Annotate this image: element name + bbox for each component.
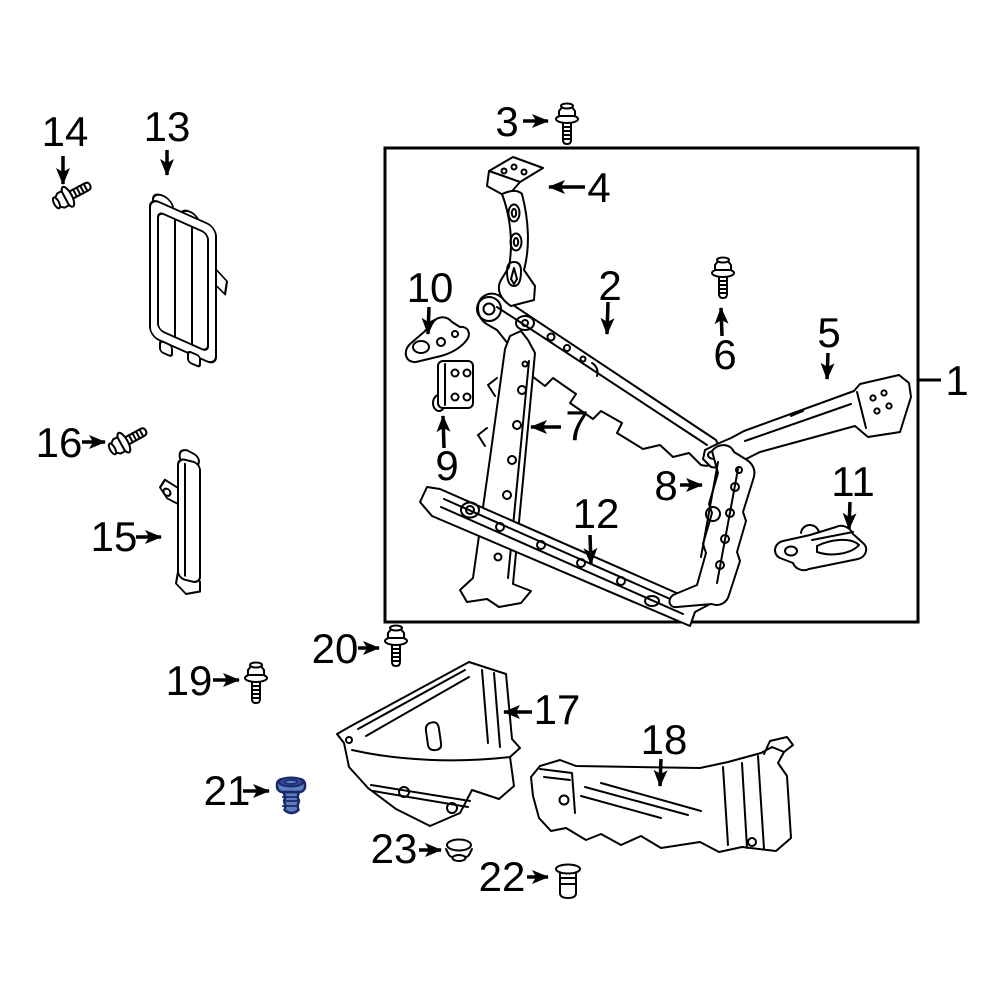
part-22-drawing (555, 863, 581, 899)
part-18-drawing (530, 736, 794, 853)
callout-2-arrow (600, 301, 615, 335)
callout-12[interactable]: 12 (573, 490, 620, 565)
callout-6-arrow (714, 307, 729, 337)
callout-2[interactable]: 2 (598, 262, 622, 335)
callout-18[interactable]: 18 (641, 716, 688, 787)
callout-10-arrow (421, 306, 436, 335)
callout-15[interactable]: 15 (91, 513, 162, 560)
callout-9-number: 9 (435, 442, 458, 489)
callout-22-number: 22 (479, 853, 526, 900)
callout-9[interactable]: 9 (435, 415, 459, 489)
callout-12-number: 12 (573, 490, 620, 537)
callout-5[interactable]: 5 (817, 309, 841, 380)
callout-11-number: 11 (831, 458, 875, 505)
callout-5-arrow (820, 352, 835, 380)
part-8-drawing (668, 444, 756, 609)
callout-20-number: 20 (312, 625, 359, 672)
callout-12-arrow (583, 534, 598, 565)
callout-20[interactable]: 20 (312, 625, 380, 672)
part-5-drawing (702, 374, 912, 470)
callout-13-number: 13 (144, 103, 191, 150)
callout-10[interactable]: 10 (407, 264, 454, 335)
callout-8-number: 8 (654, 462, 677, 509)
callout-17-number: 17 (534, 686, 581, 733)
callout-3[interactable]: 3 (495, 98, 549, 145)
callout-6-number: 6 (713, 331, 736, 378)
callout-14-number: 14 (42, 108, 89, 155)
part-16-drawing (103, 419, 153, 461)
part-10-drawing (404, 316, 470, 364)
callout-21[interactable]: 21 (204, 767, 270, 814)
callout-19[interactable]: 19 (166, 657, 240, 704)
callout-1[interactable]: 1 (918, 357, 969, 404)
part-3-drawing (555, 102, 579, 145)
callout-11[interactable]: 11 (831, 458, 875, 530)
callout-17[interactable]: 17 (503, 686, 581, 733)
callout-5-number: 5 (817, 309, 840, 356)
part-9-drawing (432, 360, 474, 412)
part-15-drawing (159, 449, 201, 596)
part-13-drawing (149, 193, 228, 368)
assembly-frame-box (383, 146, 920, 624)
part-21-drawing (275, 776, 307, 815)
part-23-drawing (445, 838, 473, 862)
callout-22[interactable]: 22 (479, 853, 549, 900)
callout-10-number: 10 (407, 264, 454, 311)
callout-19-number: 19 (166, 657, 213, 704)
part-11-drawing (774, 524, 868, 572)
callout-23[interactable]: 23 (371, 825, 442, 872)
callout-11-arrow (842, 501, 857, 530)
part-4-drawing (486, 156, 544, 307)
callout-16-number: 16 (36, 419, 83, 466)
callout-6[interactable]: 6 (713, 307, 737, 378)
part-2-drawing (476, 292, 723, 467)
callout-18-number: 18 (641, 716, 688, 763)
callout-9-arrow (436, 415, 451, 449)
callout-16[interactable]: 16 (36, 419, 106, 466)
callout-2-number: 2 (598, 262, 621, 309)
callout-15-number: 15 (91, 513, 138, 560)
part-20-drawing (384, 624, 408, 667)
callout-23-number: 23 (371, 825, 418, 872)
callout-4[interactable]: 4 (548, 164, 611, 211)
callout-7[interactable]: 7 (530, 402, 589, 449)
callout-18-arrow (653, 758, 668, 787)
callout-14[interactable]: 14 (42, 108, 89, 185)
callout-21-number: 21 (204, 767, 251, 814)
callout-7-number: 7 (565, 402, 588, 449)
part-6-drawing (711, 256, 735, 299)
part-14-drawing (48, 174, 97, 215)
callout-3-number: 3 (495, 98, 518, 145)
callout-4-number: 4 (587, 164, 610, 211)
callouts: 1 2 3 4 5 6 7 8 (36, 98, 969, 900)
part-17-drawing (336, 661, 521, 827)
part-19-drawing (244, 661, 268, 704)
callout-13[interactable]: 13 (144, 103, 191, 176)
callout-1-number: 1 (945, 357, 968, 404)
part-12-drawing (419, 486, 711, 627)
callout-8[interactable]: 8 (654, 462, 703, 509)
